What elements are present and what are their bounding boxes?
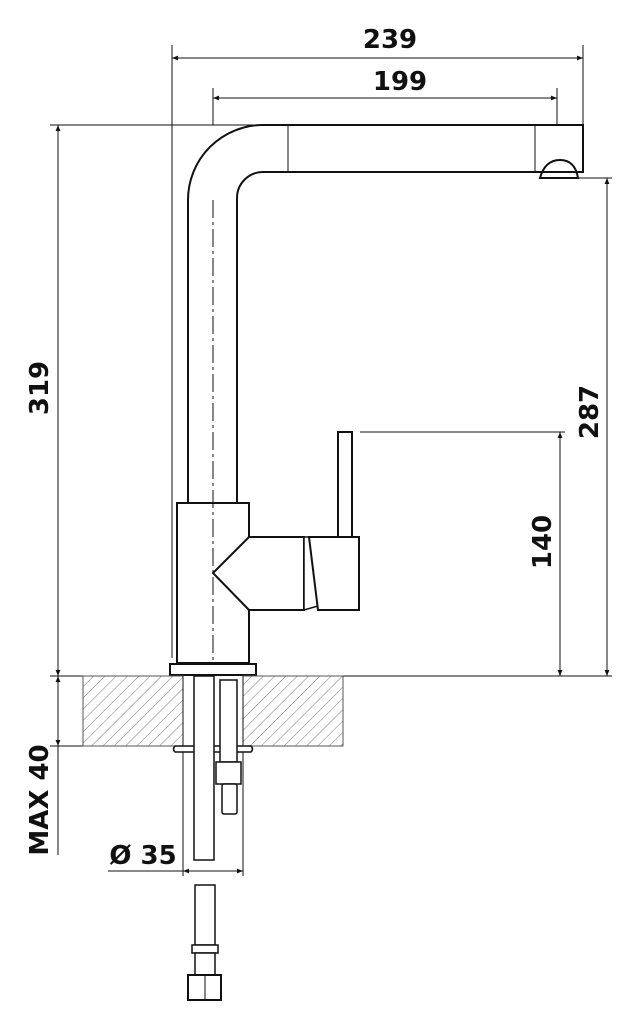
- dimension-overall-height: 319: [25, 124, 265, 676]
- dimension-label-199: 199: [373, 67, 427, 97]
- dimension-label-140: 140: [528, 515, 558, 569]
- dimension-label-287: 287: [575, 385, 605, 439]
- dimension-max-counter-thickness: MAX 40: [25, 675, 83, 856]
- base-plate: [169, 663, 257, 676]
- dimension-label-diameter-35: Ø 35: [109, 841, 176, 871]
- dimension-spout-reach: 199: [212, 67, 558, 125]
- aerator-outlet: [538, 158, 580, 179]
- lever-handle: [337, 431, 353, 538]
- dimension-lever-height: 140: [360, 431, 565, 676]
- supply-pipes: [193, 675, 242, 861]
- dimension-label-max-40: MAX 40: [25, 744, 55, 855]
- faucet-body: [169, 431, 360, 676]
- nut: [215, 761, 242, 785]
- threaded-rod: [193, 675, 215, 861]
- dimension-label-239: 239: [363, 25, 417, 55]
- dimension-outlet-height: 287: [343, 177, 612, 677]
- faucet-spout: [187, 124, 584, 680]
- dimension-label-319: 319: [25, 361, 55, 415]
- flexible-hose: [187, 884, 222, 1001]
- lever-housing: [211, 536, 305, 611]
- dimension-overall-reach: 239: [171, 25, 584, 658]
- dimension-hole-diameter: Ø 35: [108, 752, 244, 876]
- lever-handle-base: [307, 536, 360, 611]
